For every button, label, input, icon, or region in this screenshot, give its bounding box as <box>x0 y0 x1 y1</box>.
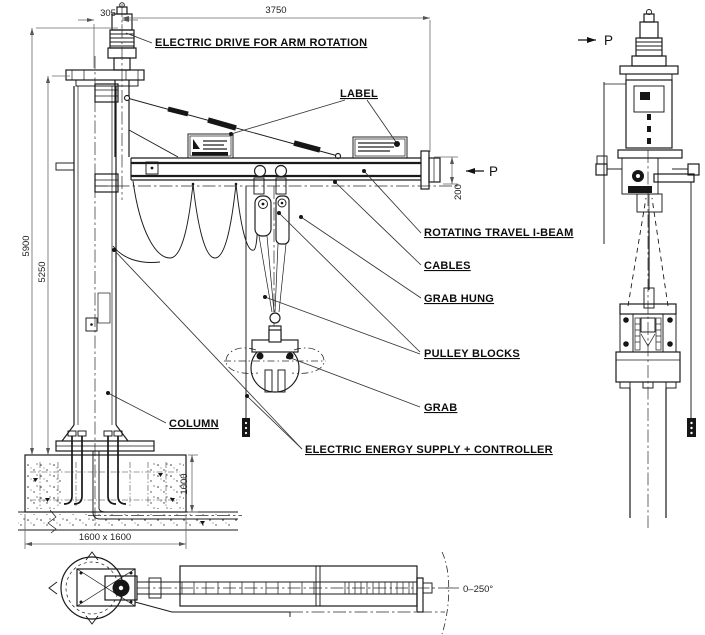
callout-rotating-beam: ROTATING TRAVEL I-BEAM <box>424 227 574 239</box>
callouts: ELECTRIC DRIVE FOR ARM ROTATION LABEL RO… <box>106 32 574 456</box>
soil <box>18 473 238 534</box>
side-beam-section <box>595 82 700 244</box>
hoist-trolley <box>253 164 290 346</box>
rebar-grid <box>30 462 180 508</box>
callout-grab: GRAB <box>424 402 457 414</box>
dim-total-height: 5900 <box>21 235 32 256</box>
section-markers: P P <box>466 33 613 179</box>
callout-electric-drive: ELECTRIC DRIVE FOR ARM ROTATION <box>155 37 367 49</box>
callout-column: COLUMN <box>169 418 219 430</box>
dim-beam-depth: 200 <box>453 184 464 200</box>
side-column <box>625 79 673 528</box>
side-hoist-rod <box>627 197 669 309</box>
slew-arc <box>441 551 459 635</box>
dim-mast-offset: 305 <box>100 8 116 19</box>
callout-pulley-blocks: PULLEY BLOCKS <box>424 348 520 360</box>
dim-foundation-depth: 1000 <box>179 473 190 494</box>
column <box>55 56 145 530</box>
section-marker-top: P <box>604 33 613 48</box>
rotating-mast <box>114 4 179 200</box>
pulley-block-upper <box>254 195 272 237</box>
callout-grab-hung: GRAB HUNG <box>424 293 494 305</box>
front-view <box>18 2 459 534</box>
festoon-cables <box>112 180 259 263</box>
nameplate-right <box>352 136 408 159</box>
side-grab <box>615 303 681 389</box>
pulley-block-lower <box>275 195 290 245</box>
dim-arm-reach: 3750 <box>265 5 286 16</box>
callout-energy-supply: ELECTRIC ENERGY SUPPLY + CONTROLLER <box>305 444 553 456</box>
side-view <box>595 9 700 528</box>
callout-cables: CABLES <box>424 260 471 272</box>
dim-foundation-footprint: 1600 x 1600 <box>79 532 131 543</box>
side-motor <box>619 9 679 81</box>
supply-cable-hanging <box>242 186 250 437</box>
dimensions: 305 3750 5900 5250 200 1000 1600 x 1600 … <box>21 5 493 595</box>
foundation <box>18 430 242 534</box>
callout-label: LABEL <box>340 88 378 100</box>
tie-rod <box>123 94 342 160</box>
nameplate-left <box>187 133 234 159</box>
dim-column-height: 5250 <box>37 261 48 282</box>
section-marker-beam: P <box>489 164 498 179</box>
plan-view <box>48 551 459 635</box>
dim-slew-range: 0–250° <box>463 584 493 595</box>
side-supply-cable <box>687 182 696 437</box>
plan-beam <box>134 565 449 617</box>
